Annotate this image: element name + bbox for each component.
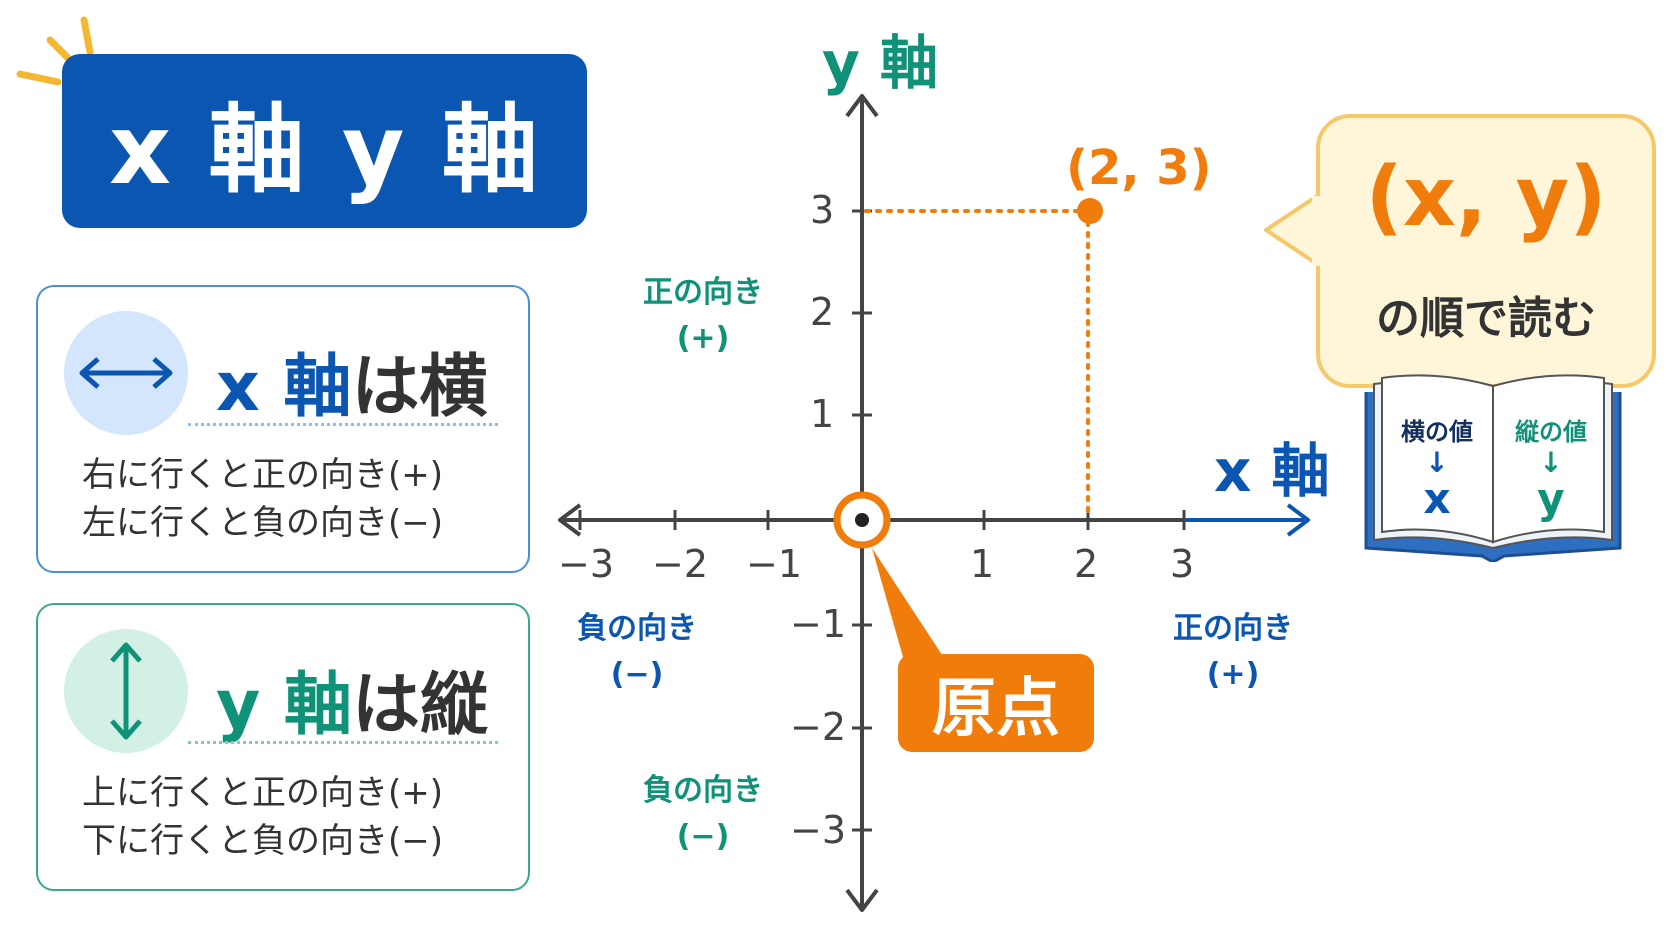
x-tick-label: 2 xyxy=(1074,542,1099,586)
x-axis-card: x 軸は横 右に行くと正の向き(+) 左に行くと負の向き(−) xyxy=(36,285,530,573)
y-positive-direction-label: 正の向き (+) xyxy=(643,275,763,356)
y-tick-label: −2 xyxy=(790,705,847,749)
x-axis-negative-text: 左に行くと負の向き(−) xyxy=(82,503,444,543)
up-down-arrow-icon xyxy=(64,629,188,753)
y-negative-direction-label: 負の向き (−) xyxy=(643,773,763,854)
origin-dot xyxy=(855,513,869,527)
y-axis-label: y 軸 xyxy=(822,29,939,97)
y-axis-negative-text: 下に行くと負の向き(−) xyxy=(82,821,444,861)
y-tick-label: −1 xyxy=(790,602,847,646)
y-tick-label: 1 xyxy=(810,392,835,436)
divider xyxy=(188,741,498,744)
book-right-label: 縦の値 xyxy=(1515,418,1587,446)
page-title: x 軸 y 軸 xyxy=(62,54,587,228)
x-axis-label: x 軸 xyxy=(1214,437,1330,505)
y-axis-direction: は縦 xyxy=(352,666,489,745)
x-axis-card-heading: x 軸は横 xyxy=(216,331,488,430)
x-axis-positive-text: 右に行くと正の向き(+) xyxy=(82,455,444,495)
y-tick-label: 3 xyxy=(810,188,835,232)
x-tick-label: −1 xyxy=(746,542,803,586)
point-label: (2, 3) xyxy=(1066,140,1212,196)
reading-order-bubble xyxy=(1316,114,1656,388)
x-positive-direction-label: 正の向き (+) xyxy=(1173,611,1293,692)
y-axis-card-heading: y 軸は縦 xyxy=(216,649,488,748)
x-tick-label: 1 xyxy=(970,542,995,586)
point-marker xyxy=(1077,198,1103,224)
origin-callout-pointer xyxy=(872,548,948,664)
y-axis-bottom-arrow xyxy=(845,888,879,912)
y-axis-top-arrow xyxy=(845,94,879,118)
book-left-value: x xyxy=(1423,474,1451,523)
divider xyxy=(188,423,498,426)
x-axis-right-arrow xyxy=(1286,503,1310,537)
book-left-arrow: ↓ xyxy=(1425,446,1449,479)
y-tick-label: −3 xyxy=(790,808,847,852)
bubble-ordered-pair: (x, y) xyxy=(1365,150,1607,245)
origin-label: 原点 xyxy=(898,654,1094,752)
y-axis-card: y 軸は縦 上に行くと正の向き(+) 下に行くと負の向き(−) xyxy=(36,603,530,891)
x-tick-label: −3 xyxy=(558,542,615,586)
y-axis-positive-text: 上に行くと正の向き(+) xyxy=(82,773,444,813)
left-right-arrow-icon xyxy=(64,311,188,435)
book-right-arrow: ↓ xyxy=(1539,446,1563,479)
x-negative-direction-label: 負の向き (−) xyxy=(577,611,697,692)
book-right-value: y xyxy=(1537,474,1565,523)
x-axis-name: x 軸 xyxy=(216,348,352,427)
y-axis-name: y 軸 xyxy=(216,666,353,745)
bubble-reading-text: の順で読む xyxy=(1376,293,1596,344)
open-book-icon xyxy=(1364,374,1622,562)
y-tick-label: 2 xyxy=(810,290,835,334)
x-tick-label: −2 xyxy=(652,542,709,586)
x-axis-left-arrow xyxy=(558,503,582,537)
x-axis-direction: は横 xyxy=(351,348,488,427)
book-left-label: 横の値 xyxy=(1401,418,1473,446)
x-tick-label: 3 xyxy=(1170,542,1195,586)
